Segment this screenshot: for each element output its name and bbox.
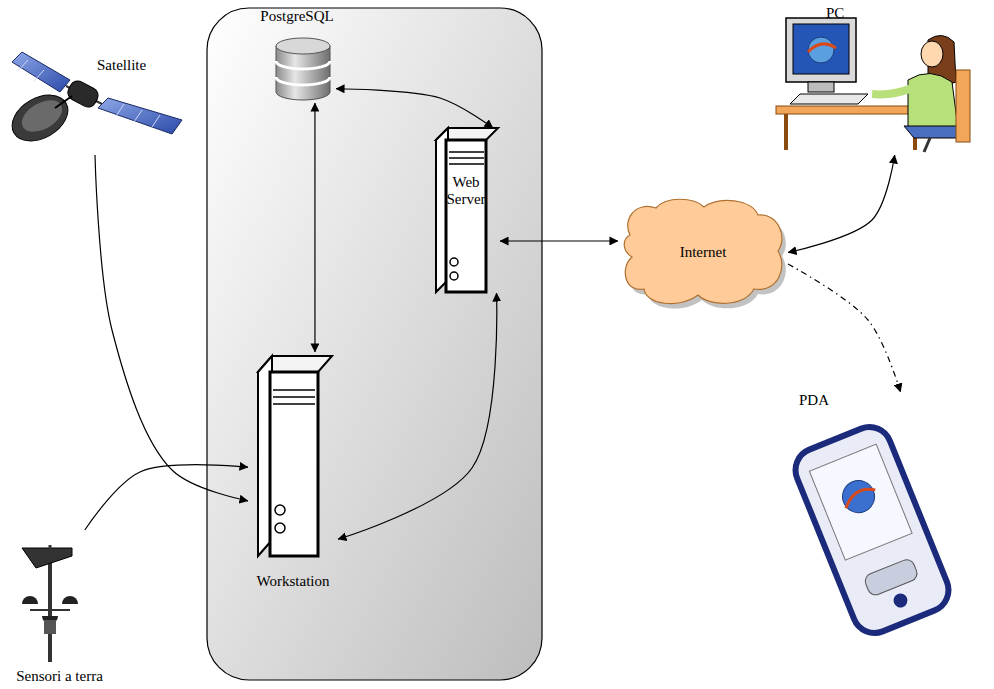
satellite-icon-part (4, 86, 76, 151)
workstation-icon-part (273, 396, 315, 398)
ground-sensor-icon-part (44, 620, 56, 634)
pc-user-icon-part (790, 94, 868, 104)
pc-user-icon-part (956, 70, 970, 142)
pc-node: PC (770, 5, 985, 155)
workstation-icon-part (273, 403, 315, 405)
cloud-shape (624, 199, 782, 303)
database-node: PostgreSQL (258, 8, 336, 103)
web-server-icon (436, 128, 498, 292)
ground-sensor-icon-part (30, 609, 70, 611)
database-icon-part (276, 61, 330, 69)
workstation-icon-part (273, 389, 315, 391)
web-server-icon-part (449, 157, 484, 159)
satellite-icon-part (134, 110, 142, 122)
ground-sensor-icon-part (62, 596, 78, 604)
node-label: Web Server (443, 174, 489, 209)
web-server-icon-part (449, 151, 484, 153)
pc-user-icon-part (808, 44, 836, 52)
web-server-node: Web Server (430, 128, 500, 293)
connector (788, 155, 895, 253)
node-label: PostgreSQL (260, 8, 333, 25)
satellite-icon-part (12, 52, 70, 92)
node-label: PDA (799, 392, 829, 409)
pc-user-icon-part (921, 41, 943, 67)
satellite-icon (4, 52, 182, 150)
ground-sensor-icon-part (22, 548, 72, 568)
database-icon (276, 38, 330, 100)
node-label: Sensori a terra (16, 668, 103, 685)
satellite-icon-part (18, 60, 28, 71)
pc-user-icon-part (784, 114, 788, 150)
node-label: Workstation (257, 573, 330, 590)
database-icon-part (276, 77, 330, 85)
satellite-icon-part (98, 98, 182, 134)
dashed-connector (788, 264, 901, 392)
pda-icon-part (789, 420, 955, 639)
satellite-icon-part (16, 94, 67, 139)
web-server-icon-part (450, 258, 458, 266)
ground-sensor-icon-part (49, 545, 52, 560)
pc-user-icon (776, 18, 970, 152)
workstation-icon-part (275, 505, 285, 515)
web-server-icon-part (446, 140, 486, 292)
connector (85, 465, 248, 530)
satellite-icon-part (65, 78, 101, 110)
satellite-node: Satellite (5, 55, 185, 155)
connector (338, 293, 497, 539)
ground-sensor-node: Sensori a terra (2, 530, 117, 685)
connector (500, 240, 618, 241)
pda-icon-part (838, 476, 880, 518)
pda-icon-part (842, 485, 878, 508)
pc-user-icon-part (908, 73, 958, 128)
satellite-icon-part (34, 70, 44, 81)
pc-user-icon-part (808, 82, 834, 92)
pc-user-icon-part (924, 138, 930, 152)
pda-icon-part (863, 557, 919, 597)
ground-sensor-icon (22, 545, 78, 662)
pc-user-icon-part (904, 126, 960, 138)
system-panel (207, 8, 542, 680)
web-server-icon-part (450, 272, 458, 280)
pc-user-icon-part (786, 18, 856, 82)
pda-icon (789, 420, 955, 639)
satellite-icon-part (152, 115, 160, 127)
pda-icon-part (891, 591, 909, 609)
connector (336, 89, 493, 128)
ground-sensor-icon-part (22, 596, 38, 604)
node-label: Internet (680, 244, 727, 261)
satellite-icon-part (116, 104, 124, 116)
pc-user-icon-part (872, 88, 912, 94)
node-label: PC (826, 5, 844, 22)
workstation-icon-part (270, 372, 318, 556)
pc-user-icon-part (776, 106, 926, 114)
workstation-node: Workstation (248, 352, 338, 592)
pda-icon-part (809, 444, 912, 560)
workstation-icon (258, 356, 332, 556)
workstation-icon-part (275, 523, 285, 533)
connector (95, 155, 248, 501)
satellite-icon-part (55, 96, 72, 108)
pc-user-icon-part (793, 24, 849, 74)
web-server-icon-part (449, 163, 484, 165)
pda-node: PDA (785, 392, 960, 642)
database-icon-part (276, 38, 330, 54)
node-label: Satellite (97, 57, 146, 74)
internet-cloud: Internet (618, 195, 788, 310)
connector (314, 103, 315, 352)
